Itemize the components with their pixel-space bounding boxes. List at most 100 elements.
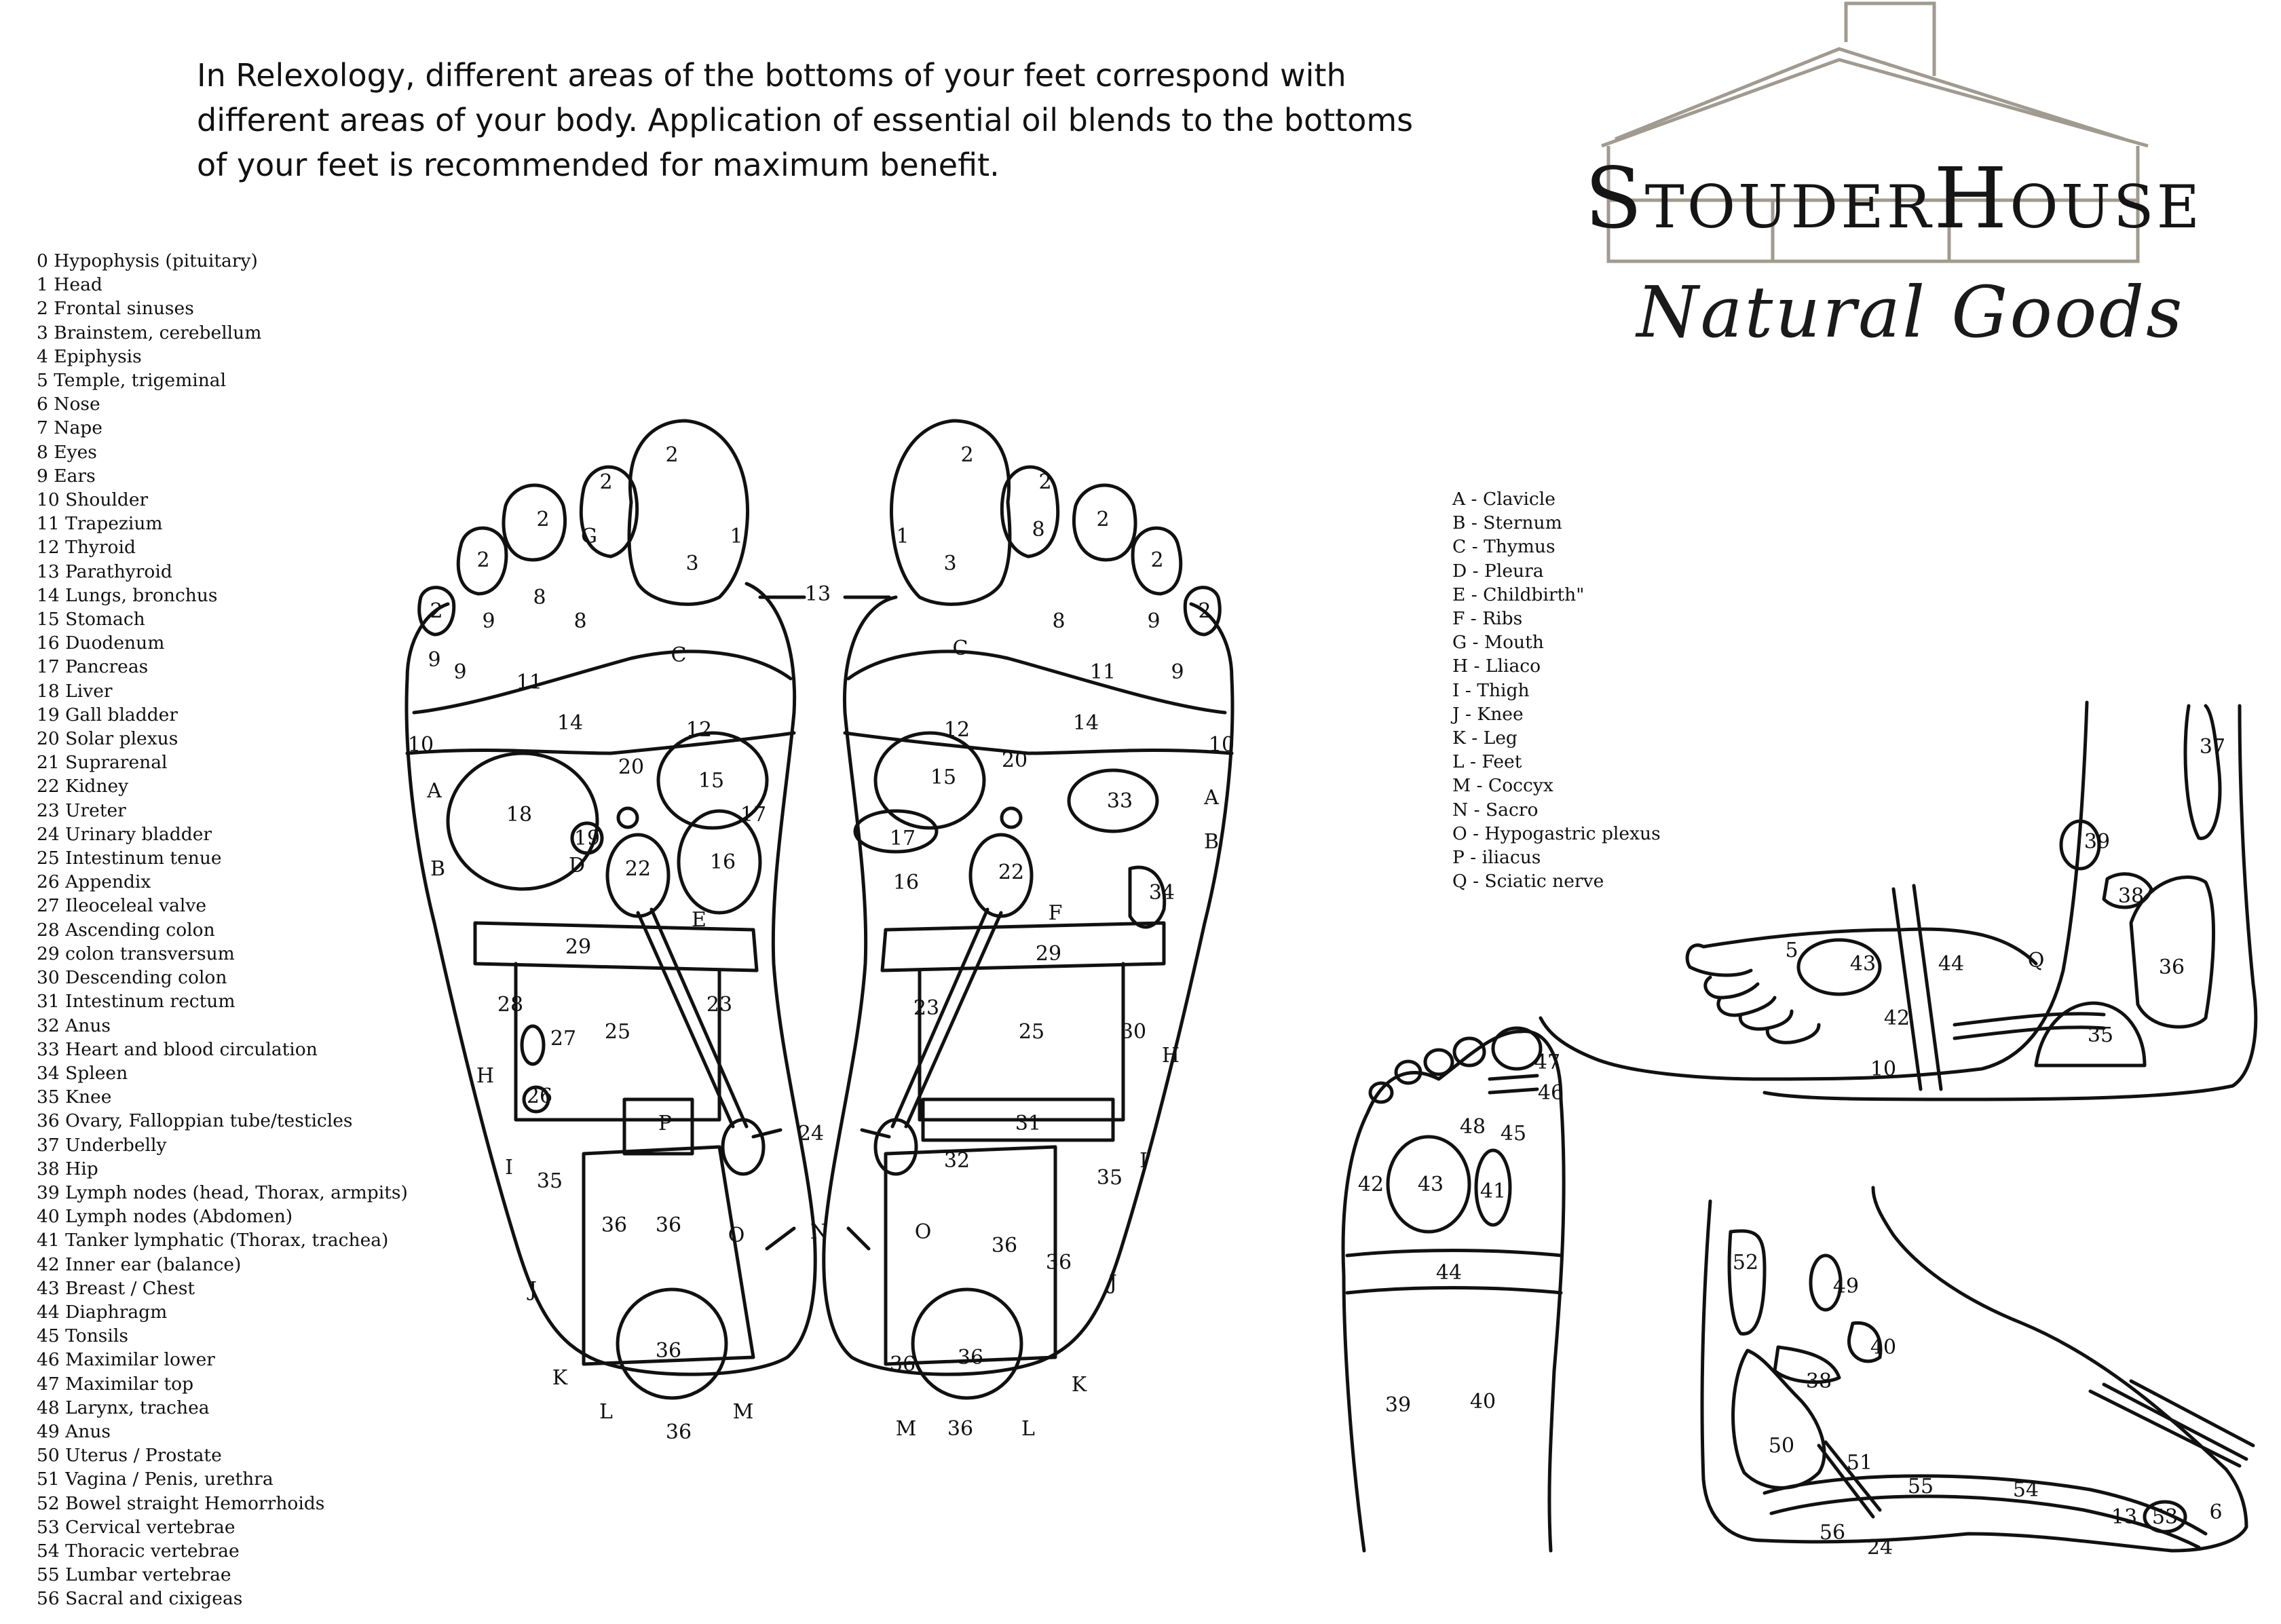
zone-label: 38 (2118, 884, 2144, 908)
zone-label: 8 (573, 609, 586, 633)
zone-label: 3 (685, 552, 698, 575)
legend-item: 8 Eyes (37, 441, 97, 463)
zone-label: 8 (1052, 609, 1065, 633)
legend-item: N - Sacro (1452, 799, 1539, 820)
legend-item: 27 Ileoceleal valve (37, 895, 207, 917)
legend-item: K - Leg (1452, 728, 1517, 749)
zone-label: N (810, 1220, 828, 1244)
left-heel-band (582, 1145, 755, 1366)
dorsal-toe-4 (1394, 1059, 1422, 1085)
zone-label: 37 (2200, 735, 2225, 759)
left-gall-bladder-zone (570, 821, 604, 855)
zone-label: 19 (574, 827, 600, 850)
zone-label: 2 (1096, 508, 1109, 531)
zone-label: H (476, 1064, 494, 1088)
zone-label: 40 (1870, 1336, 1896, 1359)
left-foot-outline (404, 582, 817, 1376)
zone-label: 36 (958, 1346, 983, 1370)
legend-item: 25 Intestinum tenue (37, 848, 222, 869)
legend-item: D - Pleura (1452, 560, 1544, 582)
zone-label: 22 (625, 857, 651, 881)
zone-label: 16 (710, 850, 736, 874)
zone-label: B (430, 857, 445, 881)
zone-label: 13 (805, 582, 831, 606)
zone-label: E (692, 908, 706, 932)
dorsal-toe-5 (1368, 1081, 1394, 1104)
left-toe-4 (456, 526, 508, 596)
legend-item: 36 Ovary, Falloppian tube/testicles (37, 1110, 353, 1132)
zone-label: 38 (1806, 1370, 1832, 1393)
zone-label: 1 (730, 525, 742, 548)
zone-label: J (527, 1278, 537, 1302)
zone-label: 20 (1002, 749, 1028, 772)
zone-label: I (505, 1156, 513, 1179)
legend-item: 29 colon transversum (37, 943, 235, 964)
zone-label: 48 (1460, 1115, 1486, 1139)
legend-item: 18 Liver (37, 680, 113, 702)
zone-label: 52 (1733, 1251, 1758, 1274)
zone-label: 20 (618, 755, 644, 779)
zone-label: 10 (408, 733, 434, 757)
legend-item: 15 Stomach (37, 609, 145, 630)
legend-item: 40 Lymph nodes (Abdomen) (37, 1206, 293, 1228)
zone-label: 44 (1938, 952, 1964, 976)
right-heel-circle (911, 1287, 1023, 1400)
legend-item: A - Clavicle (1452, 489, 1556, 510)
inner-bowel-zone (1727, 1229, 1767, 1336)
left-toe-2 (579, 465, 639, 559)
zone-label: 50 (1769, 1434, 1794, 1458)
legend-item: L - Feet (1452, 751, 1522, 773)
dorsal-diaphragm-band (1345, 1249, 1563, 1295)
zone-label: 36 (2159, 956, 2185, 979)
zone-label: 31 (1015, 1112, 1041, 1135)
left-ureter (636, 907, 749, 1129)
legend-item: H - Lliaco (1452, 656, 1541, 677)
left-iliacus-box (622, 1097, 694, 1156)
zone-label: A (1203, 786, 1219, 810)
inner-anus-zone (1809, 1253, 1843, 1312)
inner-hip-zone (1773, 1345, 1841, 1384)
zone-label: 8 (533, 586, 546, 609)
outer-side-foot (1539, 700, 2258, 1101)
zone-label: 36 (947, 1417, 973, 1441)
brand-tagline: Natural Goods (1636, 271, 2185, 354)
right-zone-line-1 (846, 649, 1227, 715)
legend-item: 30 Descending colon (37, 967, 227, 989)
zone-label: 46 (1538, 1081, 1564, 1105)
legend-item: 33 Heart and blood circulation (37, 1038, 318, 1060)
zone-label: 10 (1209, 733, 1234, 757)
legend-item: 52 Bowel straight Hemorrhoids (37, 1492, 325, 1514)
legend-item: 42 Inner ear (balance) (37, 1253, 242, 1275)
zone-label: 15 (930, 766, 956, 789)
zone-label: 9 (428, 648, 440, 672)
legend-item: P - iliacus (1452, 847, 1541, 869)
legend-item: 38 Hip (37, 1158, 98, 1179)
zone-label: 39 (2084, 830, 2110, 854)
zone-label: 54 (2013, 1478, 2039, 1502)
left-foot-sole (404, 419, 817, 1400)
zone-label: C (953, 637, 968, 660)
zone-label: 9 (482, 609, 495, 633)
legend-item: 55 Lumbar vertebrae (37, 1564, 231, 1586)
zone-label: I (1139, 1149, 1148, 1173)
legend-item: 9 Ears (37, 465, 96, 487)
zone-label: H (1162, 1044, 1180, 1068)
zone-label: 9 (453, 660, 466, 684)
legend-item: 13 Parathyroid (37, 561, 172, 582)
legend-item: 28 Ascending colon (37, 919, 215, 941)
zone-label: 12 (686, 718, 712, 742)
leader-line-24 (751, 1128, 891, 1139)
zone-label: 42 (1884, 1006, 1910, 1030)
legend-item: 43 Breast / Chest (37, 1277, 195, 1299)
legend-item: 3 Brainstem, cerebellum (37, 322, 262, 343)
zone-label: O (728, 1224, 745, 1247)
right-heel-band (884, 1145, 1057, 1366)
zone-label: 53 (2152, 1505, 2178, 1529)
zone-label: 2 (1038, 470, 1051, 494)
right-toe-2 (1000, 465, 1060, 559)
outer-lymph-zone (2059, 819, 2101, 871)
legend-item: 32 Anus (37, 1015, 111, 1036)
right-big-toe (890, 419, 1012, 606)
zone-label: 15 (698, 769, 724, 793)
zone-label: 39 (1385, 1393, 1411, 1417)
